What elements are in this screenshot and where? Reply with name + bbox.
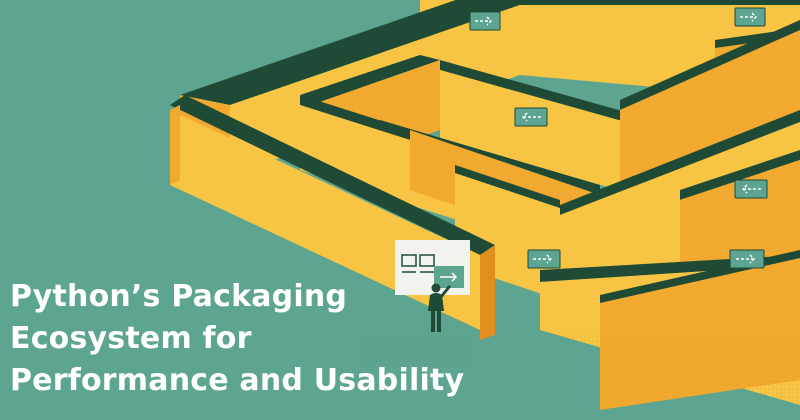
ground-texture [360, 330, 800, 420]
article-title: Python’s Packaging Ecosystem for Perform… [10, 276, 465, 402]
title-line-3: Performance and Usability [10, 363, 465, 398]
sign-arrow-right-lower [527, 249, 561, 269]
sign-arrow-left-right [734, 179, 768, 199]
sign-arrow-left-middle [514, 107, 548, 127]
title-line-1: Python’s Packaging [10, 279, 348, 314]
sign-arrow-right-top [469, 11, 501, 31]
sign-arrow-right-far [729, 249, 765, 269]
person-figure [428, 283, 451, 332]
sign-arrow-right-topright [734, 7, 766, 27]
maze-wall-middle [300, 20, 800, 210]
title-line-2: Ecosystem for [10, 321, 252, 356]
